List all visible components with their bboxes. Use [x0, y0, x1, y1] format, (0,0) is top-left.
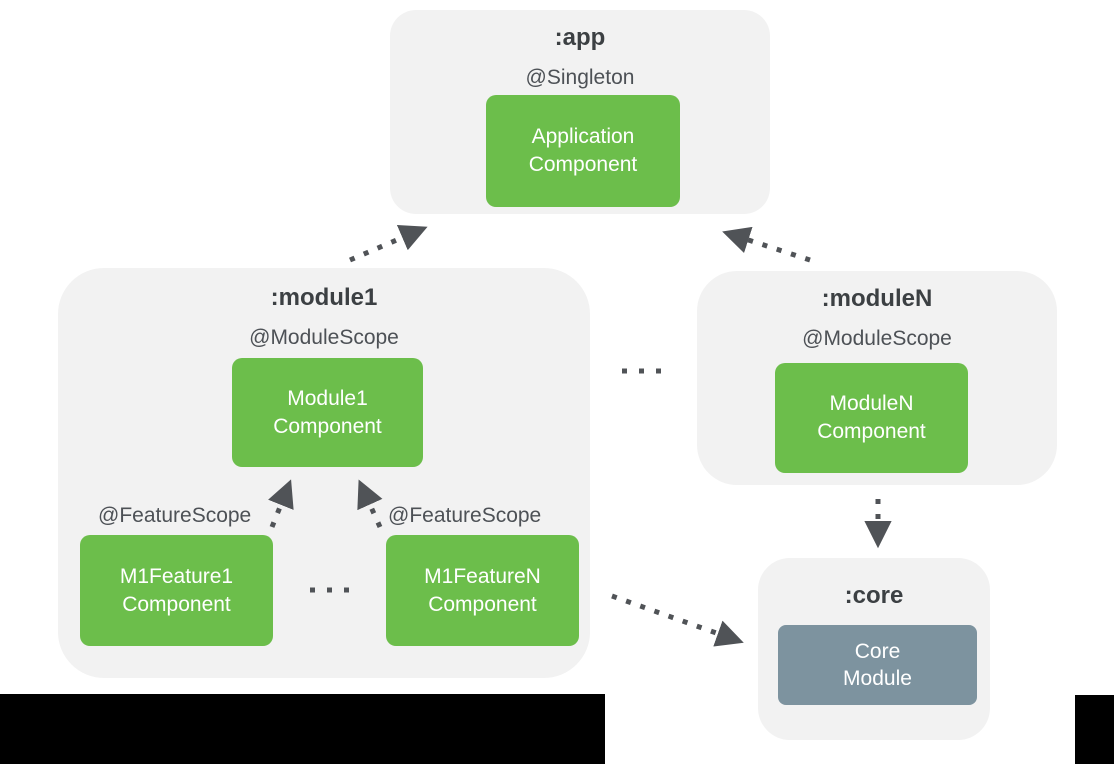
m1feature1-component-label-line2: Component [122, 592, 231, 616]
moduleN-scope-label: @ModuleScope [802, 327, 952, 350]
app-group-title: :app [554, 24, 606, 51]
m1featureN-component-label-line2: Component [428, 592, 537, 616]
core-module-box: Core Module [778, 625, 977, 705]
singleton-scope-label: @Singleton [525, 66, 635, 89]
letterbox-bar-left [0, 694, 605, 764]
arrow-module1-to-app [349, 224, 428, 263]
moduleN-component-box: ModuleN Component [775, 363, 968, 473]
arrow-moduleN-to-app [722, 226, 811, 263]
m1featureN-component-label-line1: M1FeatureN [424, 564, 541, 588]
m1featureN-component-box: M1FeatureN Component [386, 535, 579, 646]
arrow-module1-to-core [611, 593, 744, 647]
module1-group-title: :module1 [270, 284, 378, 311]
module1-group-container: :module1 @ModuleScope Module1 Component … [58, 268, 590, 678]
feature1-scope-label: @FeatureScope [98, 504, 252, 527]
featureN-scope-label: @FeatureScope [388, 504, 542, 527]
module1-scope-label: @ModuleScope [249, 326, 399, 349]
moduleN-component-label-line1: ModuleN [829, 392, 914, 415]
letterbox-bar-right [1075, 695, 1114, 764]
module1-component-label-line1: Module1 [287, 386, 368, 410]
module1-component-label-line2: Component [273, 414, 382, 438]
moduleN-group-container: :moduleN @ModuleScope ModuleN Component [697, 271, 1057, 485]
m1feature1-component-label-line1: M1Feature1 [119, 564, 234, 588]
application-component-box: Application Component [486, 95, 680, 207]
moduleN-component-label-line2: Component [817, 420, 926, 443]
core-group-container: :core Core Module [758, 558, 990, 740]
core-group-title: :core [844, 582, 904, 609]
app-group-container: :app @Singleton Application Component [390, 10, 770, 214]
moduleN-group-title: :moduleN [821, 285, 933, 312]
application-component-label-line1: Application [531, 125, 635, 148]
module1-component-box: Module1 Component [232, 358, 423, 467]
core-module-label-line2: Module [843, 667, 912, 690]
application-component-label-line2: Component [528, 153, 638, 176]
m1feature1-component-box: M1Feature1 Component [80, 535, 273, 646]
core-module-label-line1: Core [854, 640, 901, 663]
